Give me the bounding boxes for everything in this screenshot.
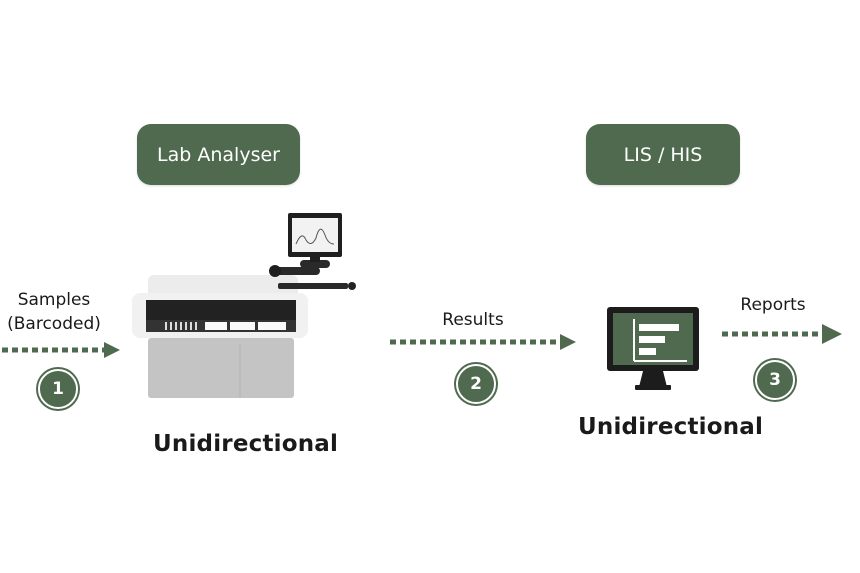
lab-analyser-label: Lab Analyser: [137, 124, 300, 185]
step-number-2: 2: [470, 374, 482, 394]
step-badge-2: 2: [456, 364, 496, 404]
lab-analyser-caption: Unidirectional: [153, 431, 339, 457]
samples-label-line2: (Barcoded): [7, 314, 101, 334]
step-number-1: 1: [52, 379, 64, 399]
samples-arrow-icon: [2, 342, 120, 358]
samples-label: Samples (Barcoded): [2, 288, 106, 336]
monitor-bar-chart-icon: [607, 307, 699, 390]
lab-analyser-machine-icon: [132, 213, 356, 398]
results-label-text: Results: [442, 310, 504, 330]
step-number-3: 3: [769, 370, 781, 390]
samples-label-line1: Samples: [17, 290, 91, 310]
step-badge-3: 3: [755, 360, 795, 400]
results-arrow-icon: [390, 334, 576, 350]
reports-arrow-icon: [722, 324, 842, 344]
lis-his-label: LIS / HIS: [586, 124, 740, 185]
step-badge-1: 1: [38, 369, 78, 409]
results-label: Results: [430, 308, 516, 332]
reports-label: Reports: [733, 293, 813, 317]
reports-label-text: Reports: [740, 295, 806, 315]
lis-his-caption: Unidirectional: [578, 414, 764, 440]
lis-his-label-text: LIS / HIS: [623, 143, 703, 166]
lab-analyser-label-text: Lab Analyser: [157, 143, 280, 166]
